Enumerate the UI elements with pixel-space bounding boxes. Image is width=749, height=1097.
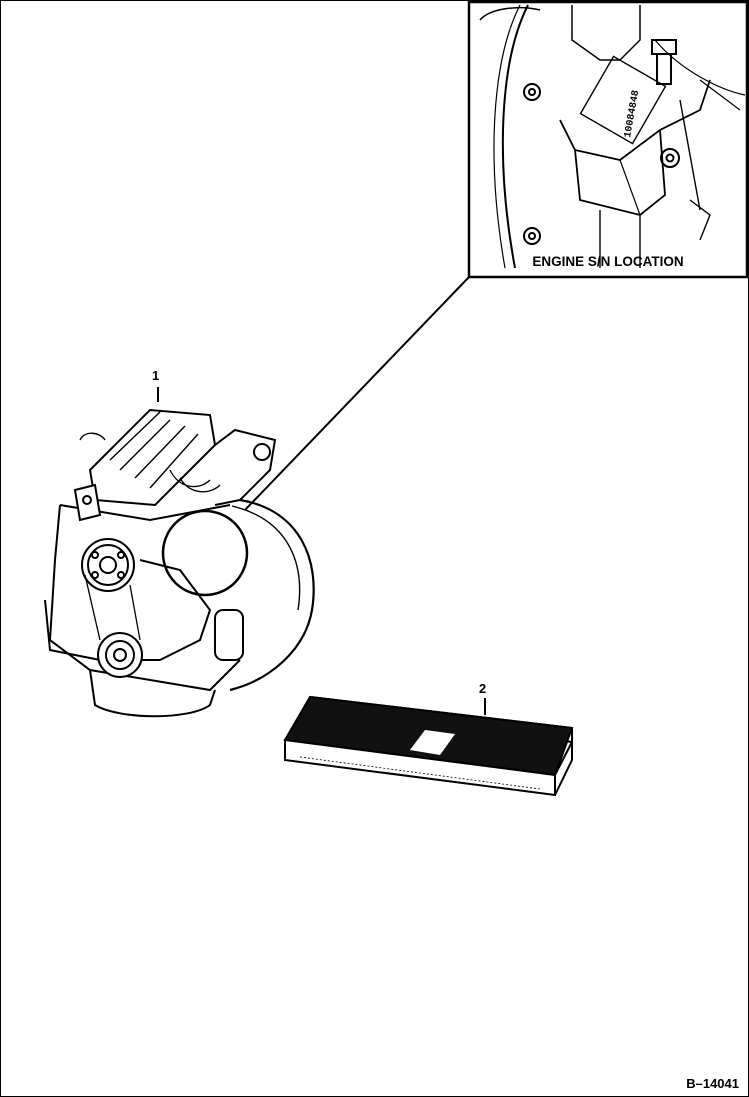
callout-2-label: 2 bbox=[479, 681, 487, 696]
serial-plate-illustration bbox=[283, 695, 574, 797]
inset-panel bbox=[467, 0, 749, 279]
engine-illustration bbox=[44, 408, 315, 718]
inset-caption: ENGINE S/N LOCATION bbox=[532, 254, 684, 269]
inset-leader-line bbox=[244, 276, 470, 511]
serial-location-circle bbox=[161, 509, 249, 597]
figure-number: B–14041 bbox=[686, 1076, 739, 1091]
callout-1-label: 1 bbox=[152, 368, 160, 383]
